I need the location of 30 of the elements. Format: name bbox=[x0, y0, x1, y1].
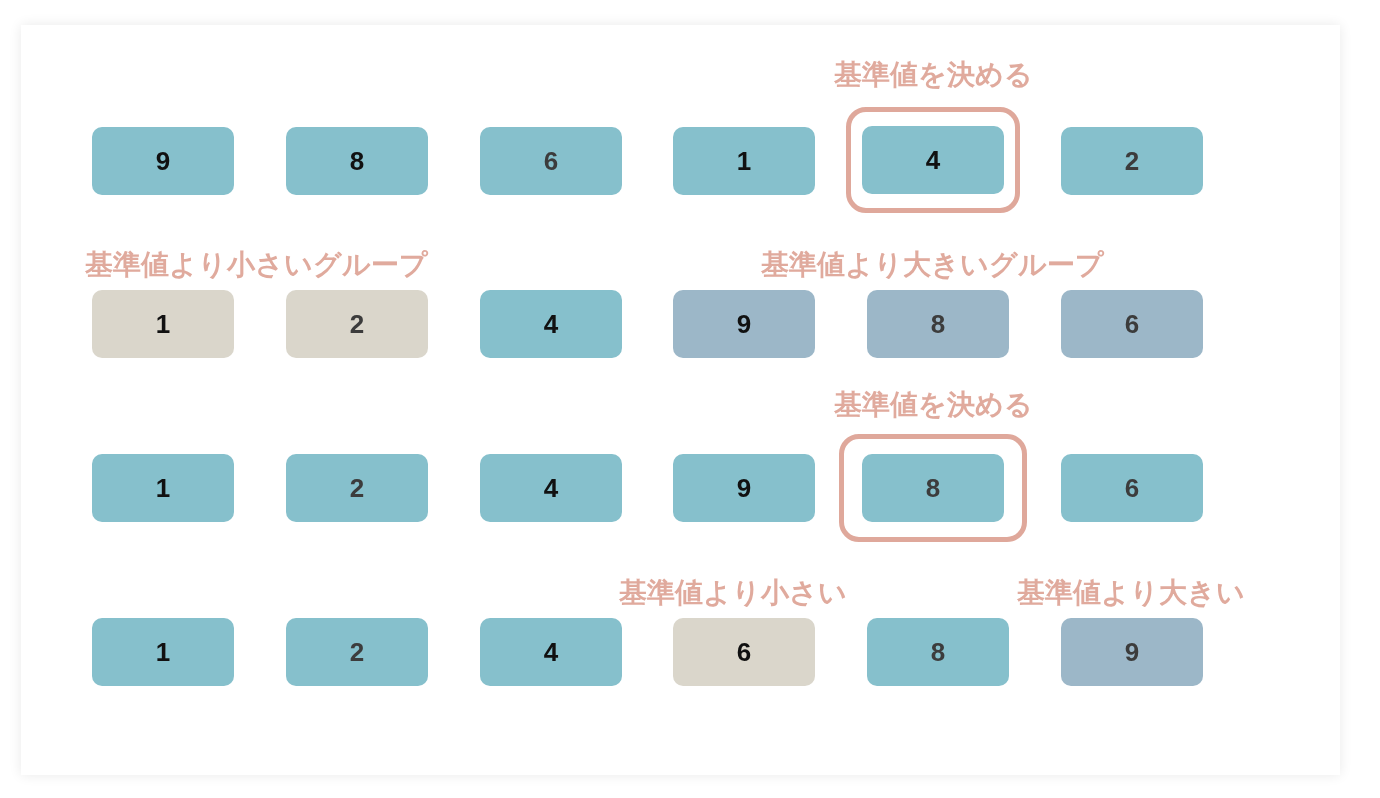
number-box: 2 bbox=[1061, 127, 1203, 195]
number-box: 9 bbox=[673, 454, 815, 522]
number-box: 2 bbox=[286, 454, 428, 522]
number-box: 6 bbox=[1061, 290, 1203, 358]
number-box: 6 bbox=[1061, 454, 1203, 522]
number-box: 4 bbox=[862, 126, 1004, 194]
number-box: 2 bbox=[286, 618, 428, 686]
annotation: 基準値より大きい bbox=[1017, 577, 1245, 609]
step-heading: 基準値を決める bbox=[833, 59, 1033, 91]
number-box: 8 bbox=[867, 290, 1009, 358]
number-box: 9 bbox=[92, 127, 234, 195]
number-box: 9 bbox=[1061, 618, 1203, 686]
number-box: 8 bbox=[862, 454, 1004, 522]
group-label: 基準値より小さいグループ bbox=[84, 249, 428, 281]
step-heading: 基準値を決める bbox=[833, 389, 1033, 421]
number-box: 1 bbox=[92, 618, 234, 686]
number-box: 1 bbox=[92, 290, 234, 358]
number-box: 8 bbox=[286, 127, 428, 195]
number-box: 1 bbox=[673, 127, 815, 195]
group-label: 基準値より大きいグループ bbox=[760, 249, 1104, 281]
number-box: 8 bbox=[867, 618, 1009, 686]
annotation: 基準値より小さい bbox=[619, 577, 847, 609]
number-box: 4 bbox=[480, 618, 622, 686]
number-box: 4 bbox=[480, 454, 622, 522]
number-box: 6 bbox=[480, 127, 622, 195]
number-box: 4 bbox=[480, 290, 622, 358]
number-box: 9 bbox=[673, 290, 815, 358]
number-box: 6 bbox=[673, 618, 815, 686]
number-box: 1 bbox=[92, 454, 234, 522]
number-box: 2 bbox=[286, 290, 428, 358]
